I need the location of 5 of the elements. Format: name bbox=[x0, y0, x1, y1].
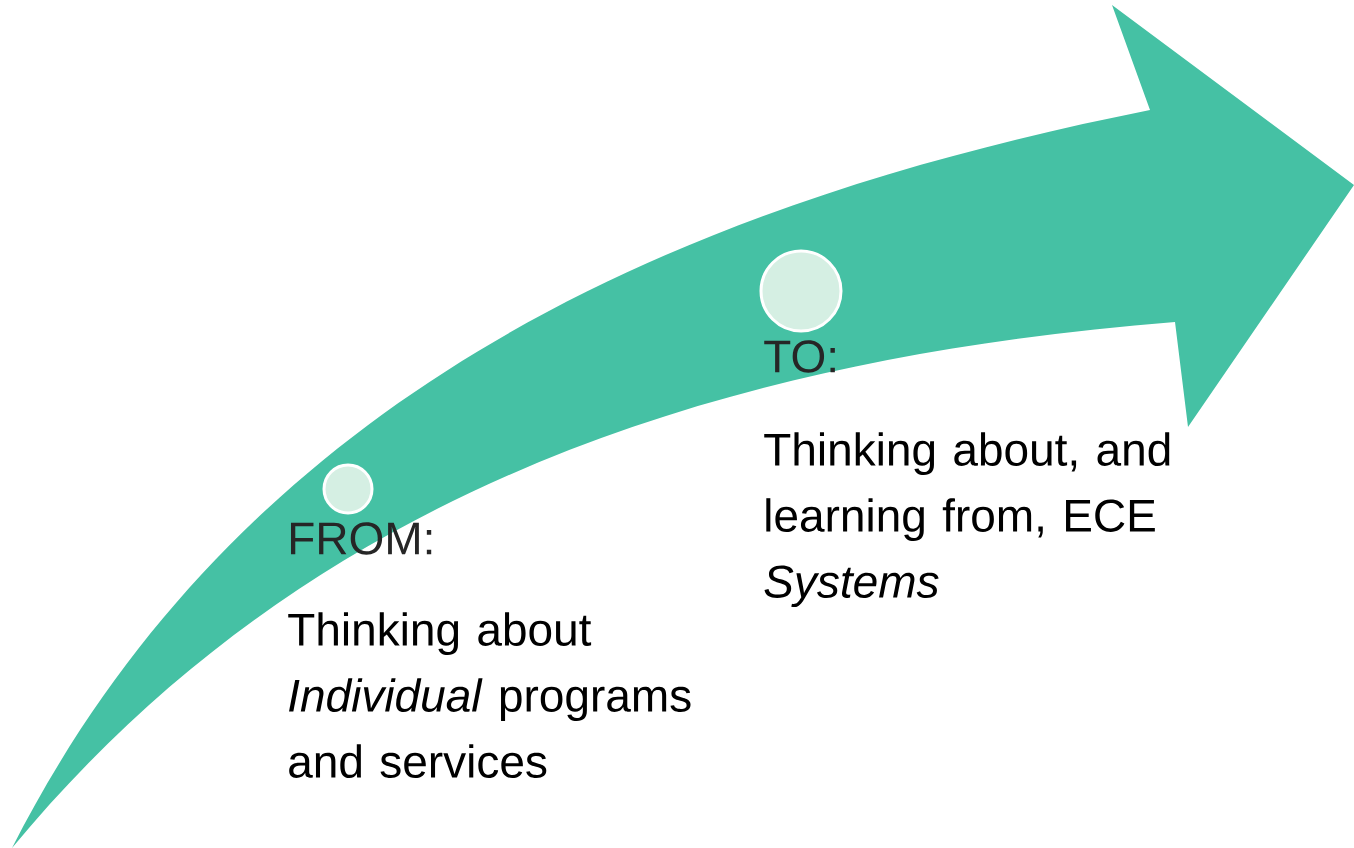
heading: TO: bbox=[764, 340, 835, 373]
circle-marker bbox=[322, 463, 374, 515]
description-text: Thinking about, and learning from, ECE Systems bbox=[764, 432, 1170, 608]
description-text: Thinking about Individual programs and services bbox=[288, 612, 691, 778]
circle-marker bbox=[759, 249, 843, 333]
